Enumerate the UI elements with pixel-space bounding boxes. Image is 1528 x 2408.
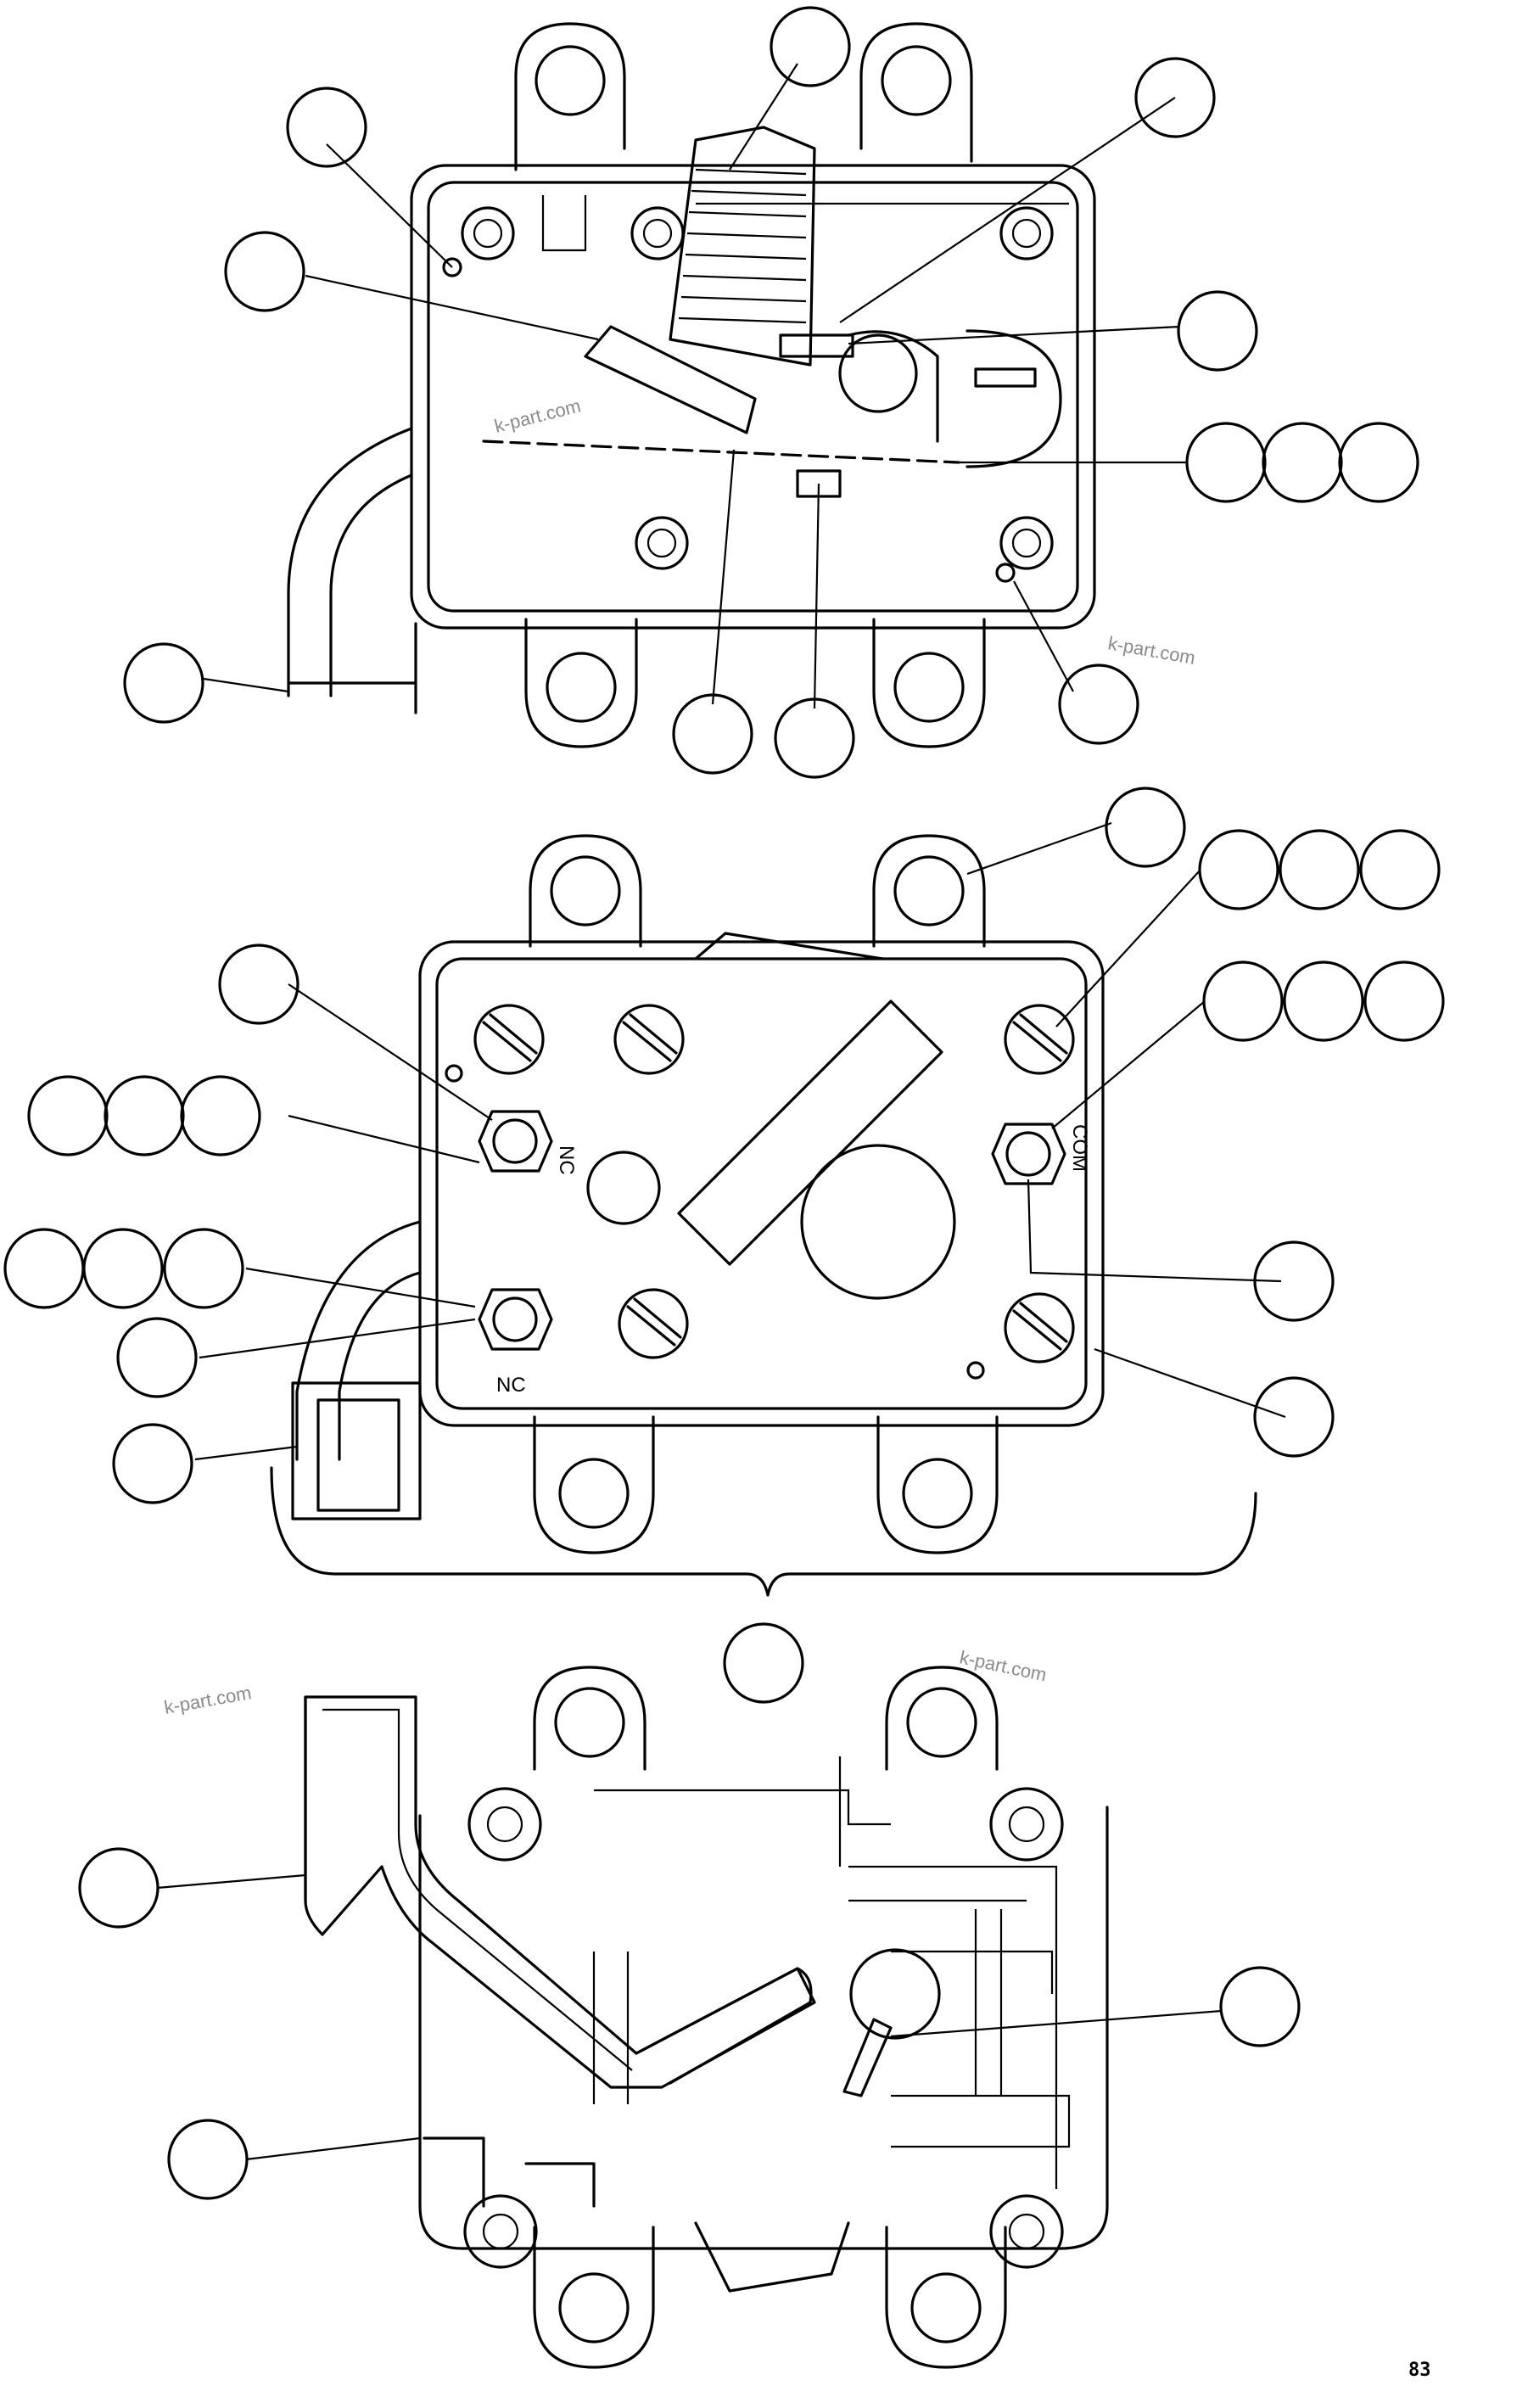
leader-lines [156, 63, 1286, 2161]
callout-bubble [1185, 422, 1267, 503]
callout-bubble [1262, 422, 1343, 503]
callout-bubble [1134, 57, 1216, 138]
callout-bubble [774, 697, 855, 779]
corner-code: 83 [1408, 2360, 1431, 2381]
bottom-view-switch-back [304, 1666, 1109, 2369]
callout-bubble [1253, 1240, 1335, 1322]
callout-bubble [180, 1075, 261, 1156]
callout-bubble [1279, 829, 1360, 910]
callout-bubble [1198, 829, 1279, 910]
callout-bubbles [3, 6, 1445, 2200]
middle-view-terminal-face: NC NC COM [270, 834, 1257, 1597]
callout-bubble [82, 1228, 164, 1309]
callout-bubble [770, 6, 851, 87]
callout-bubble [286, 87, 367, 168]
callout-bubble [104, 1075, 185, 1156]
callout-bubble [723, 1622, 804, 1704]
callout-bubble [1283, 960, 1364, 1042]
terminal-label-com: COM [1068, 1124, 1091, 1172]
callout-bubble [1338, 422, 1419, 503]
terminal-label-nc-top: NC [555, 1145, 578, 1175]
callout-bubble [1219, 1966, 1301, 2047]
callout-bubble [1363, 960, 1445, 1042]
callout-bubble [224, 231, 305, 312]
callout-bubble [1253, 1376, 1335, 1458]
callout-bubble [1177, 290, 1258, 372]
callout-bubble [167, 2119, 249, 2200]
callout-bubble [218, 944, 299, 1025]
callout-bubble [1202, 960, 1284, 1042]
callout-bubble [112, 1423, 193, 1504]
callout-bubble [78, 1847, 160, 1929]
callout-bubble [1359, 829, 1441, 910]
watermark: k-part.com [163, 1682, 254, 1718]
watermark: k-part.com [958, 1646, 1049, 1685]
callout-bubble [672, 693, 753, 775]
terminal-nuts [478, 1110, 1066, 1351]
slotted-screws [473, 1004, 1075, 1364]
watermark: k-part.com [1106, 632, 1197, 669]
terminal-label-nc-bottom: NC [496, 1374, 526, 1397]
top-view-switch-inside [287, 22, 1096, 748]
callout-bubble [123, 642, 204, 724]
callout-bubble [163, 1228, 244, 1309]
callout-bubble [116, 1317, 198, 1398]
watermark: k-part.com [492, 395, 583, 436]
callout-bubble [3, 1228, 85, 1309]
callout-bubble [1058, 664, 1139, 745]
callout-bubble [27, 1075, 109, 1156]
callout-bubble [1105, 787, 1186, 868]
